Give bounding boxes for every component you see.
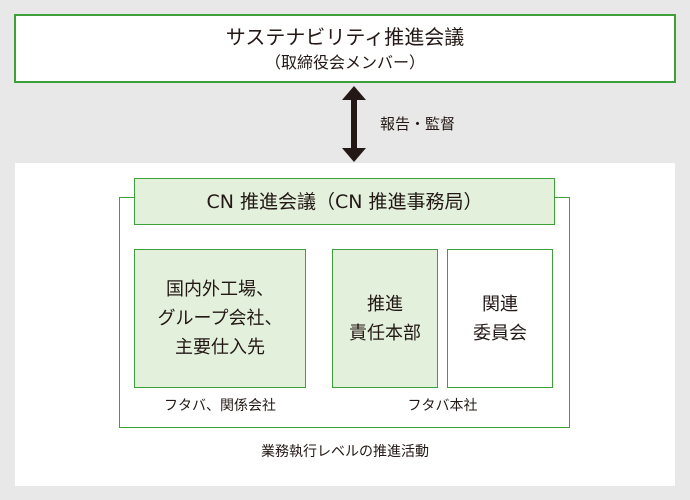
sustainability-meeting-title: サステナビリティ推進会議 (225, 24, 465, 49)
unit-line: グループ会社、 (157, 308, 283, 329)
unit-line: 主要仕入先 (175, 337, 265, 358)
promotion-division-box: 推進 責任本部 (332, 249, 438, 388)
cn-meeting-box: CN 推進会議（CN 推進事務局） (134, 178, 555, 225)
unit-line: 責任本部 (349, 322, 421, 344)
factories-group-suppliers-box: 国内外工場、 グループ会社、 主要仕入先 (134, 249, 306, 388)
sustainability-meeting-subtitle: （取締役会メンバー） (264, 52, 425, 72)
caption-futaba-headquarters: フタバ本社 (407, 398, 478, 414)
execution-level-label: 業務執行レベルの推進活動 (261, 444, 429, 460)
report-supervise-label: 報告・監督 (380, 115, 456, 133)
unit-line: 推進 (367, 293, 403, 315)
unit-line: 関連 (482, 293, 518, 315)
sustainability-meeting-box: サステナビリティ推進会議 （取締役会メンバー） (14, 14, 676, 83)
caption-futaba-affiliates: フタバ、関係会社 (164, 398, 276, 414)
cn-meeting-label: CN 推進会議（CN 推進事務局） (206, 190, 483, 213)
related-committee-box: 関連 委員会 (447, 249, 553, 388)
unit-line: 国内外工場、 (166, 279, 274, 300)
double-arrow-icon (342, 86, 366, 162)
unit-line: 委員会 (473, 322, 527, 344)
